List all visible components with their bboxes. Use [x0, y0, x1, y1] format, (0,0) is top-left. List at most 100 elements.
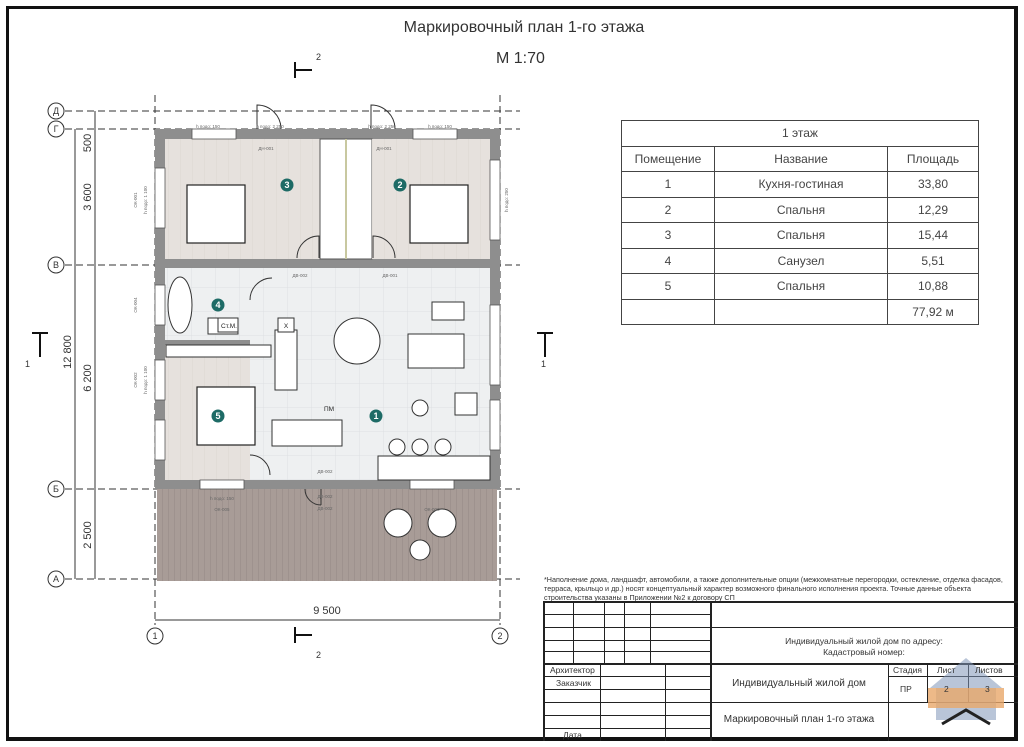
scale-label: М 1:70 — [496, 50, 545, 67]
axis-label: Г — [54, 124, 59, 134]
sheets-value: 3 — [985, 684, 990, 694]
x-label: Х — [284, 323, 289, 330]
section-label: 1 — [25, 359, 30, 369]
architect-label: Архитектор — [550, 665, 595, 675]
axis-label: Б — [53, 484, 59, 494]
plan-label: ДВ-001 — [382, 273, 398, 278]
plan-label: ДН-001 — [258, 146, 274, 151]
plan-label: 5,51 — [887, 247, 979, 274]
dim-12800: 12 800 — [62, 335, 74, 369]
page-title: Маркировочный план 1-го этажа — [403, 19, 645, 36]
plan-label: ОК-004 — [133, 297, 138, 313]
stage-header: Стадия — [893, 665, 922, 675]
plan-label: h подо: 2 250 — [256, 124, 284, 129]
sheet-header: Лист — [937, 665, 956, 675]
disclaimer-note: *Наполнение дома, ландшафт, автомобили, … — [544, 575, 1003, 602]
dim-3600: 3 600 — [82, 183, 94, 211]
table-title: 1 этаж — [621, 120, 979, 147]
customer-label: Заказчик — [556, 678, 591, 688]
plan-label: 3 — [621, 222, 715, 249]
plan-label: Спальня — [714, 273, 888, 300]
drawing-frame — [6, 6, 1018, 741]
dim-500: 500 — [82, 134, 94, 152]
plan-label: 1 — [621, 171, 715, 198]
date-label: Дата — [563, 730, 582, 740]
address-label: Индивидуальный жилой дом по адресу: — [785, 636, 943, 646]
plan-label: 12,29 — [887, 196, 979, 223]
dim-9500: 9 500 — [313, 605, 341, 617]
plan-label: h подо: 150 — [210, 496, 234, 501]
plan-label: ДВ-002 — [292, 273, 308, 278]
plan-label: ОК-002 — [133, 372, 138, 388]
object-name: Индивидуальный жилой дом — [732, 678, 866, 689]
doors — [249, 104, 396, 506]
room-markers: 1 2 3 4 5 — [211, 178, 407, 423]
stage-value: ПР — [900, 684, 912, 694]
plan-label: ДН-001 — [376, 146, 392, 151]
plan-label: Санузел — [714, 247, 888, 274]
plan-label: Спальня — [714, 222, 888, 249]
dishwasher-label: ПМ — [324, 406, 334, 413]
axis-label: 1 — [152, 631, 157, 641]
room-marker-1: 1 — [373, 411, 378, 421]
table-header: Помещение Название Площадь — [621, 145, 979, 172]
section-label: 2 — [316, 650, 321, 660]
section-marks — [32, 62, 553, 643]
plan-label: 4 — [621, 247, 715, 274]
plan-label: h подо: 2 250 — [368, 124, 396, 129]
plan-label: ОК-006 — [424, 507, 440, 512]
axis-label: В — [53, 260, 59, 270]
plan-label: 10,88 — [887, 273, 979, 300]
plan-label: Помещение — [621, 145, 715, 172]
plan-label: ДВ-002 — [317, 494, 333, 499]
plan-label: ОК-005 — [214, 507, 230, 512]
cadastral-label: Кадастровый номер: — [823, 647, 905, 657]
terrace-furniture — [383, 508, 457, 561]
room-1-kitchen-living — [275, 268, 490, 480]
plan-label: h подо: 150 — [196, 124, 220, 129]
axis-label: 2 — [497, 631, 502, 641]
sheets-header: Листов — [975, 665, 1003, 675]
dim-6200: 6 200 — [82, 364, 94, 392]
room-marker-2: 2 — [397, 180, 402, 190]
plan-label: h подо: 250 — [504, 188, 509, 212]
room-marker-5: 5 — [215, 411, 220, 421]
furniture — [165, 276, 491, 481]
sheet-title: Маркировочный план 1-го этажа — [723, 714, 875, 725]
plan-label: h подо: 1 100 — [143, 186, 148, 214]
section-label: 2 — [316, 52, 321, 62]
plan-label: h подо: 1 100 — [143, 366, 148, 394]
plan-label: Площадь — [887, 145, 979, 172]
axis-label: Д — [53, 106, 59, 116]
table-total-row: 77,92 м — [621, 298, 979, 325]
sheet-value: 2 — [944, 684, 949, 694]
plan-label: 77,92 м — [887, 298, 979, 325]
room-marker-4: 4 — [215, 300, 220, 310]
plan-label: ДВ-002 — [317, 469, 333, 474]
section-label: 1 — [541, 359, 546, 369]
windows — [154, 128, 501, 490]
plan-label: ОК-001 — [133, 192, 138, 208]
plan-label: Кухня-гостиная — [714, 171, 888, 198]
beds — [186, 184, 469, 446]
plan-label: Спальня — [714, 196, 888, 223]
dimension-lines — [74, 111, 500, 621]
plan-label: 2 — [621, 196, 715, 223]
company-logo — [928, 658, 1004, 726]
plan-label: ДВ-002 — [317, 506, 333, 511]
plan-label: 33,80 — [887, 171, 979, 198]
wc-label: Ст.М. — [221, 323, 237, 330]
plan-label: 15,44 — [887, 222, 979, 249]
dim-2500: 2 500 — [82, 521, 94, 549]
plan-label: Название — [714, 145, 888, 172]
room-marker-3: 3 — [284, 180, 289, 190]
plan-label: 5 — [621, 273, 715, 300]
axis-markers — [47, 102, 509, 645]
